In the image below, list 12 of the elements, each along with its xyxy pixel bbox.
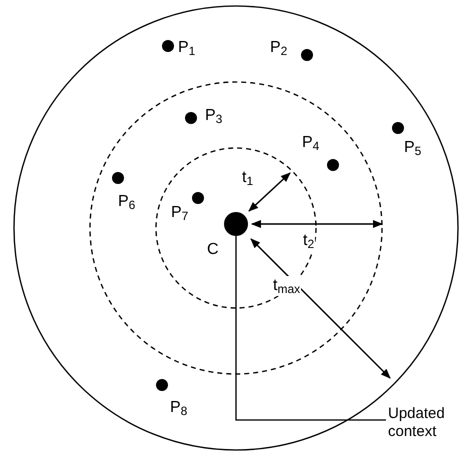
point-label: P$_{7}$ (171, 203, 188, 223)
point-label: P$_{4}$ (302, 133, 320, 153)
point-label: P$_{8}$ (170, 398, 188, 418)
point-label: P$_{3}$ (205, 106, 222, 126)
point-label: P$_{2}$ (270, 38, 288, 58)
distance-label: t$_{max}$ (272, 276, 302, 296)
point-label: P$_{6}$ (118, 192, 136, 212)
point-label: P$_{5}$ (404, 138, 422, 158)
leader-line (235, 236, 386, 421)
point-label: P$_{1}$ (178, 38, 196, 58)
context-label: Updated context (387, 405, 446, 441)
point-label: C (207, 240, 219, 260)
